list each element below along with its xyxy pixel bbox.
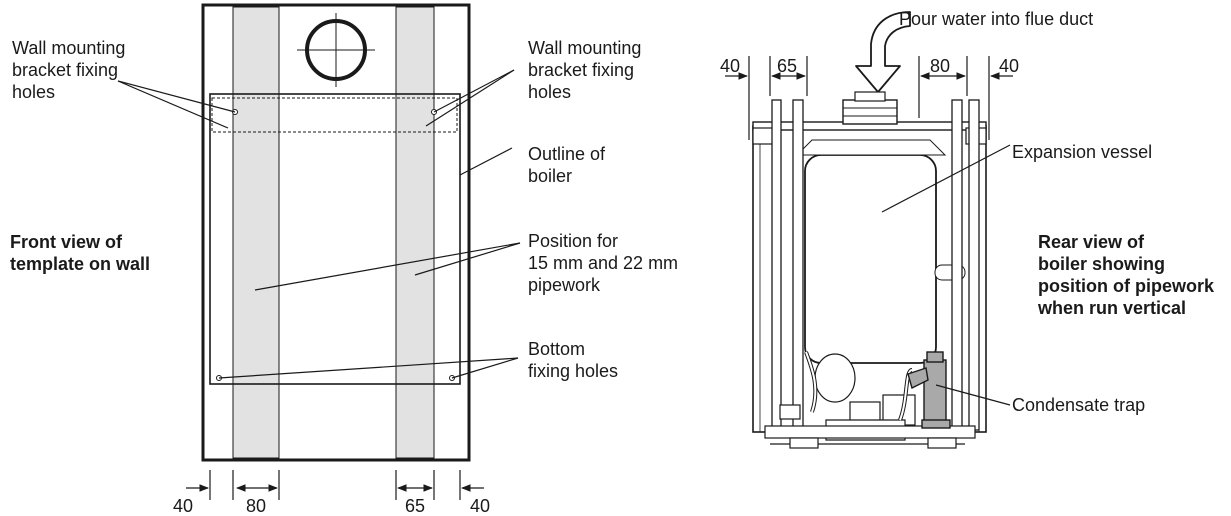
rear-view-title: Rear view of boiler showing position of … <box>1037 232 1219 318</box>
front-dim-40-left: 40 <box>173 496 193 516</box>
bottom-holes-label: Bottom fixing holes <box>528 339 618 381</box>
boiler-rear-body <box>752 91 987 433</box>
front-view: Wall mounting bracket fixing holes Wall … <box>10 3 683 516</box>
flue-circle <box>297 13 375 87</box>
rear-lower-components <box>764 351 976 449</box>
rear-dim-80: 80 <box>930 56 950 76</box>
pipe-band-65-right <box>395 6 435 459</box>
boiler-outline <box>209 93 461 385</box>
front-dim-40-right: 40 <box>470 496 490 516</box>
condensate-trap <box>907 351 951 429</box>
pipe-band-80-left <box>232 6 280 459</box>
expansion-vessel-label: Expansion vessel <box>1012 142 1152 162</box>
pour-water-label: Pour water into flue duct <box>899 9 1093 29</box>
front-dim-65: 65 <box>405 496 425 516</box>
outline-label: Outline of boiler <box>528 144 610 186</box>
condensate-trap-label: Condensate trap <box>1012 395 1145 415</box>
rear-dimension-lines <box>725 56 1013 140</box>
rear-leader-lines <box>881 144 1011 406</box>
rear-dim-40-left: 40 <box>720 56 740 76</box>
pour-arrow-icon <box>855 11 911 93</box>
bracket-left-label: Wall mounting bracket fixing holes <box>12 38 130 102</box>
front-dim-80: 80 <box>246 496 266 516</box>
front-view-title: Front view of template on wall <box>10 232 150 274</box>
rear-dim-40-right: 40 <box>999 56 1019 76</box>
rear-view: Pour water into flue duct 40 65 80 40 <box>720 9 1219 449</box>
bracket-outline <box>211 97 458 133</box>
pipework-label: Position for 15 mm and 22 mm pipework <box>528 231 683 295</box>
bracket-right-label: Wall mounting bracket fixing holes <box>528 38 646 102</box>
expansion-vessel <box>804 154 937 364</box>
front-dimension-lines <box>186 470 484 500</box>
front-leader-lines <box>117 69 521 379</box>
rear-dim-65: 65 <box>777 56 797 76</box>
